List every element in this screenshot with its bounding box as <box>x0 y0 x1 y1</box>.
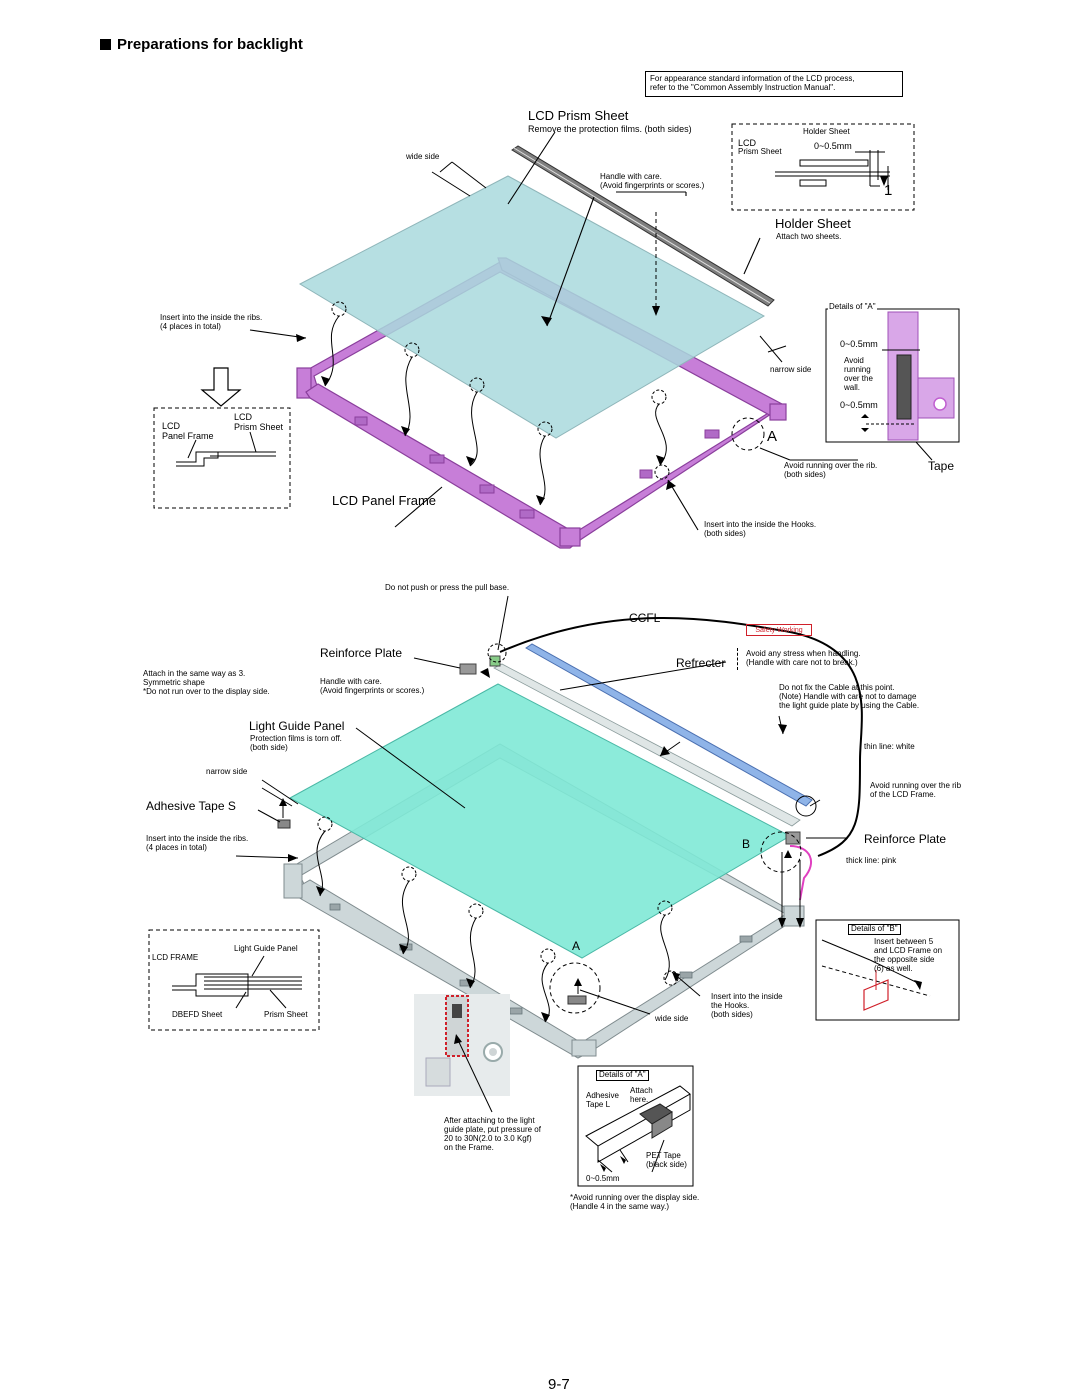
note-avoid-display: *Avoid running over the display side. (H… <box>570 1193 700 1211</box>
note-thin-line: thin line: white <box>864 742 915 751</box>
holder-detail-prism-sheet: Prism Sheet <box>738 147 782 156</box>
section-light-guide-panel: Light Guide Panel <box>234 944 298 953</box>
details-a-top-gap-top: 0~0.5mm <box>840 339 878 349</box>
holder-detail-graphic <box>731 123 915 211</box>
marker-a-top: A <box>767 428 778 445</box>
details-a-pet-tape: PET Tape (black side) <box>646 1151 687 1169</box>
details-a-bottom-title: Details of "A" <box>596 1070 649 1081</box>
label-holder-sheet: Holder Sheet <box>775 216 851 231</box>
holder-detail-gap: 0~0.5mm <box>814 141 852 151</box>
label-wide-side-bottom: wide side <box>655 1014 689 1023</box>
details-b-graphic <box>815 919 960 1021</box>
section-prism-sheet: Prism Sheet <box>264 1010 308 1019</box>
label-lcd-panel-frame: LCD Panel Frame <box>332 493 437 508</box>
stress-note-bracket <box>737 648 879 670</box>
label-wide-side-top: wide side <box>406 152 440 161</box>
label-reinforce-plate-right: Reinforce Plate <box>864 832 947 846</box>
label-refrecter: Refrecter <box>676 656 726 670</box>
section-lcd-prism-sheet: LCD Prism Sheet <box>234 412 284 433</box>
section-lcd-panel-frame: LCD Panel Frame <box>162 421 214 442</box>
note-insert-hooks-top: Insert into the inside the Hooks. (both … <box>704 520 817 538</box>
label-adhesive-tape-s: Adhesive Tape S <box>146 799 236 813</box>
holder-detail-step: 1 <box>884 182 893 199</box>
label-light-guide-panel: Light Guide Panel <box>249 719 345 733</box>
panel-cross-section-graphic <box>153 407 291 509</box>
details-a-top-gap-bottom: 0~0.5mm <box>840 400 878 410</box>
details-a-top-title: Details of "A" <box>828 302 877 312</box>
label-narrow-side-bottom: narrow side <box>206 767 248 776</box>
note-films-torn: Protection films is torn off. (both side… <box>250 734 342 752</box>
safety-working-badge: Safety Working <box>746 624 812 636</box>
note-avoid-rib-top: Avoid running over the rib. (both sides) <box>784 461 878 479</box>
frame-tabs <box>354 416 720 519</box>
details-a-top-avoid: Avoid running over the wall. <box>844 356 873 392</box>
note-attach-same: Attach in the same way as 3. Symmetric s… <box>143 669 270 696</box>
note-do-not-fix: Do not fix the Cable at this point. (Not… <box>779 683 920 710</box>
note-handle-care-bottom: Handle with care. (Avoid fingerprints or… <box>320 677 425 695</box>
details-a-gap: 0~0.5mm <box>586 1174 620 1183</box>
label-narrow-side-top: narrow side <box>770 365 812 374</box>
note-box: For appearance standard information of t… <box>645 71 903 97</box>
holder-detail-lcd: LCD <box>738 138 757 148</box>
page-heading: Preparations for backlight <box>100 36 303 53</box>
note-remove-films: Remove the protection films. (both sides… <box>528 124 692 134</box>
note-avoid-stress: Avoid any stress when handling. (Handle … <box>746 649 861 667</box>
note-thick-line: thick line: pink <box>846 856 897 865</box>
note-insert-ribs-bottom: Insert into the inside the ribs. (4 plac… <box>146 834 249 852</box>
label-lcd-prism-sheet: LCD Prism Sheet <box>528 108 629 123</box>
note-insert-ribs-top: Insert into the inside the ribs. (4 plac… <box>160 313 263 331</box>
note-do-not-push: Do not push or press the pull base. <box>385 583 510 592</box>
label-ccfl: CCFL <box>629 611 661 625</box>
note-handle-care-top: Handle with care. (Avoid fingerprints or… <box>600 172 705 190</box>
heading-text: Preparations for backlight <box>117 36 303 53</box>
heading-square-icon <box>100 39 111 50</box>
section-dbefd-sheet: DBEFD Sheet <box>172 1010 223 1019</box>
note-after-attaching: After attaching to the light guide plate… <box>444 1116 541 1152</box>
photo-assembly <box>414 994 510 1113</box>
details-a-bottom-graphic <box>577 1065 694 1187</box>
note-attach-two: Attach two sheets. <box>776 232 842 241</box>
page-number: 9-7 <box>548 1376 570 1393</box>
frame-cross-section-graphic <box>148 929 320 1031</box>
marker-a-bottom: A <box>572 939 581 953</box>
prism-sheet-shape <box>298 175 766 439</box>
label-tape: Tape <box>928 459 955 473</box>
details-b-title: Details of "B" <box>848 924 901 935</box>
marker-b: B <box>742 837 751 851</box>
details-a-adhesive-tape-l: Adhesive Tape L <box>586 1091 619 1109</box>
holder-detail-holder-sheet: Holder Sheet <box>803 127 850 136</box>
section-lcd-frame: LCD FRAME <box>152 953 199 962</box>
details-a-attach-here: Attach here. <box>630 1086 653 1104</box>
label-reinforce-plate-left: Reinforce Plate <box>320 646 403 660</box>
note-avoid-rib-frame: Avoid running over the rib of the LCD Fr… <box>870 781 962 799</box>
details-b-text: Insert between 5 and LCD Frame on the op… <box>874 937 943 973</box>
details-a-top-graphic <box>825 308 960 461</box>
ccfl-shape <box>525 643 813 807</box>
note-insert-hooks-bottom: Insert into the inside the Hooks. (both … <box>711 992 783 1019</box>
